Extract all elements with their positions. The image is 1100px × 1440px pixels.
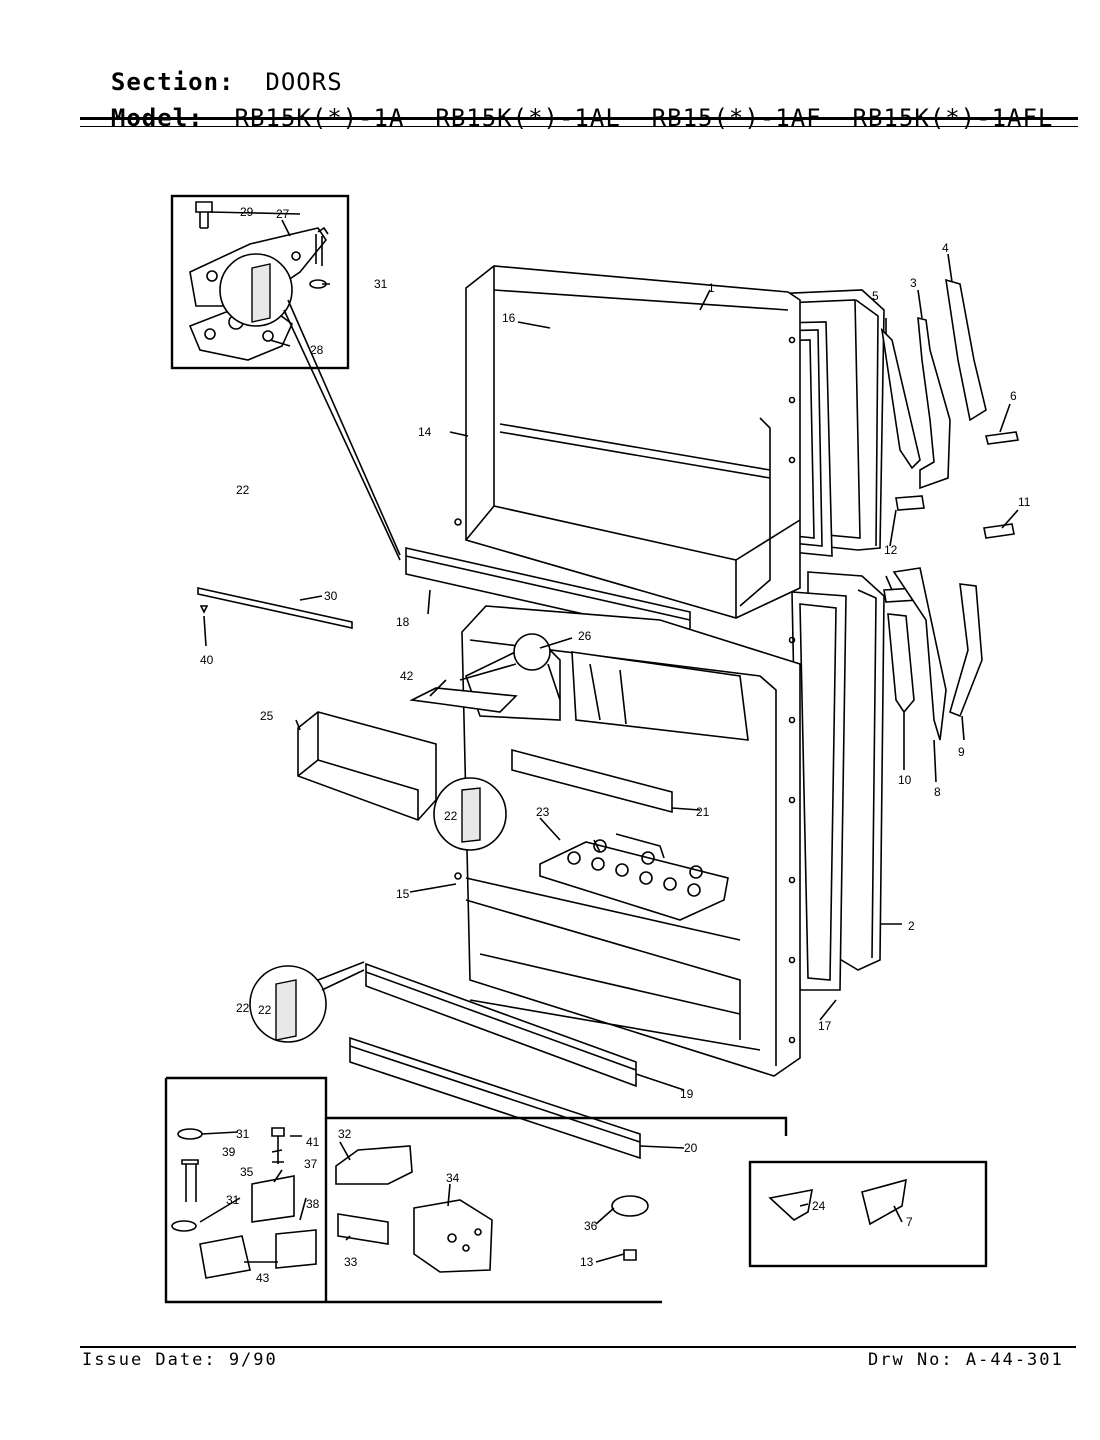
bottom-hinge-inset [164, 1076, 788, 1304]
egg-tray [539, 833, 729, 921]
callout-12: 12 [884, 543, 898, 557]
callout-22-d: 22 [236, 1001, 250, 1015]
callout-43: 43 [256, 1271, 270, 1285]
callout-19: 19 [680, 1087, 694, 1101]
callout-25: 25 [260, 709, 274, 723]
section-line: Section: DOORS [80, 40, 343, 96]
callout-32: 32 [338, 1127, 352, 1141]
callout-2: 2 [908, 919, 915, 933]
callout-26: 26 [578, 629, 592, 643]
callout-37: 37 [304, 1157, 318, 1171]
callout-labels: 1 2 3 4 5 6 7 8 9 10 11 12 13 14 15 16 1… [200, 205, 1031, 1285]
callout-28: 28 [310, 343, 324, 357]
callout-34: 34 [446, 1171, 460, 1185]
header-rule-thin [80, 126, 1078, 127]
right-hinges [880, 278, 1019, 741]
callout-23: 23 [536, 805, 550, 819]
callout-42: 42 [400, 669, 414, 683]
callout-22-c: 22 [258, 1003, 272, 1017]
callout-9: 9 [958, 745, 965, 759]
bar-rails [349, 748, 673, 1160]
callout-6: 6 [1010, 389, 1017, 403]
callout-31-a: 31 [374, 277, 388, 291]
callout-13: 13 [580, 1255, 594, 1269]
issue-date: Issue Date: 9/90 [82, 1350, 278, 1370]
callout-15: 15 [396, 887, 410, 901]
callout-35: 35 [240, 1165, 254, 1179]
callout-38: 38 [306, 1197, 320, 1211]
callout-36: 36 [584, 1219, 598, 1233]
callout-33: 33 [344, 1255, 358, 1269]
callout-7: 7 [906, 1215, 913, 1229]
section-value: DOORS [265, 68, 343, 96]
callout-18: 18 [396, 615, 410, 629]
cups-inset [748, 1160, 988, 1268]
callout-39: 39 [222, 1145, 236, 1159]
callout-8: 8 [934, 785, 941, 799]
callout-27: 27 [276, 207, 290, 221]
footer-rule [80, 1346, 1076, 1348]
drawing-number: Drw No: A-44-301 [868, 1350, 1064, 1370]
callout-4: 4 [942, 241, 949, 255]
butter-compartment [297, 687, 518, 821]
fresh-food-door-assembly [454, 571, 885, 1077]
detail-circles [219, 253, 561, 1043]
callout-40: 40 [200, 653, 214, 667]
callout-16: 16 [502, 311, 516, 325]
callout-22-a: 22 [236, 483, 250, 497]
callout-31-c: 31 [226, 1193, 240, 1207]
callout-41: 41 [306, 1135, 320, 1149]
callout-24: 24 [812, 1199, 826, 1213]
callout-10: 10 [898, 773, 912, 787]
callout-5: 5 [872, 289, 879, 303]
callout-14: 14 [418, 425, 432, 439]
callout-30: 30 [324, 589, 338, 603]
callout-3: 3 [910, 276, 917, 290]
rod-30 [197, 587, 353, 629]
header-rule-thick [80, 117, 1078, 120]
callout-20: 20 [684, 1141, 698, 1155]
freezer-door-assembly [454, 265, 885, 619]
section-key: Section: [110, 68, 235, 96]
callout-31-b: 31 [236, 1127, 250, 1141]
callout-11: 11 [1018, 495, 1031, 509]
callout-29: 29 [240, 205, 254, 219]
callout-21: 21 [696, 805, 710, 819]
leader-lines [199, 211, 1019, 1263]
callout-22-b: 22 [444, 809, 458, 823]
callout-17: 17 [818, 1019, 832, 1033]
callout-1: 1 [708, 281, 715, 295]
